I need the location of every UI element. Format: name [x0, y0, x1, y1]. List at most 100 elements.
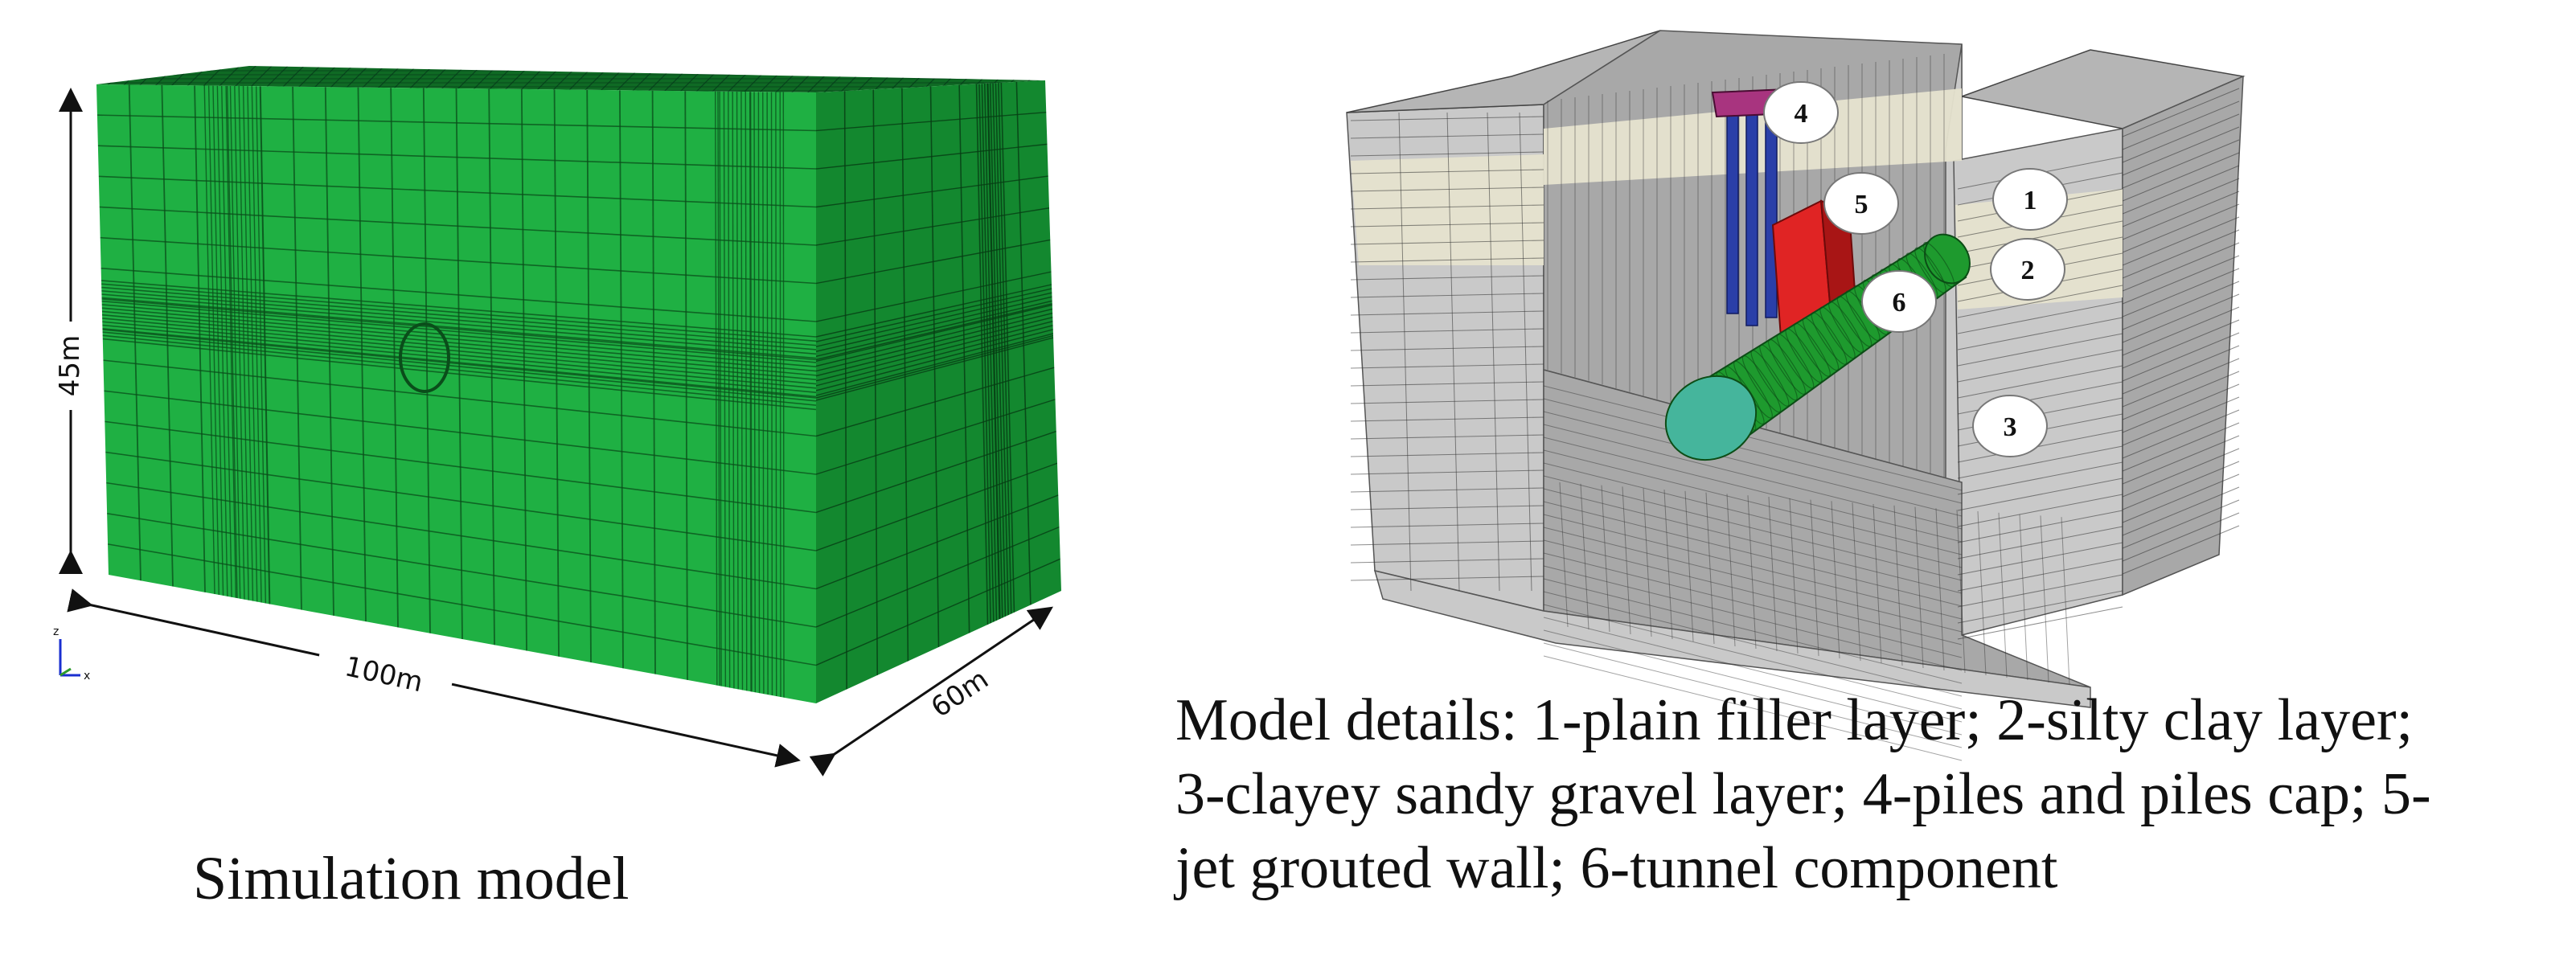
mesh-line: [816, 207, 1050, 246]
mesh-line: [2122, 229, 2240, 279]
axis-triad-icon: z x: [53, 625, 90, 682]
model-details-line-2: 3-clayey sandy gravel layer; 4-piles and…: [1175, 761, 2431, 827]
mesh-line: [1957, 494, 2123, 527]
mesh-line: [1350, 487, 1544, 493]
mesh-line: [101, 304, 816, 368]
tunnel-ring: [1923, 241, 1955, 288]
mesh-line: [2122, 358, 2240, 408]
mesh-line: [96, 66, 97, 92]
mesh-line: [1543, 462, 1963, 568]
mesh-line: [1350, 540, 1544, 546]
mesh-line: [2061, 517, 2070, 686]
tunnel-ring: [1836, 296, 1873, 347]
mesh-line: [2122, 100, 2240, 150]
mesh-line: [1543, 449, 1963, 555]
mesh-line: [1543, 629, 1963, 736]
mesh-line: [1543, 501, 1963, 607]
mesh-line: [2122, 473, 2240, 523]
mesh-line: [2122, 435, 2240, 485]
mesh-line: [1957, 285, 2123, 318]
mesh-line: [1914, 506, 1924, 669]
mesh-line: [816, 312, 1053, 372]
mesh-line: [2122, 486, 2240, 536]
mesh-line: [1350, 257, 1544, 263]
tunnel-ring: [1914, 247, 1946, 293]
mesh-line: [100, 280, 816, 338]
mesh-line: [816, 284, 1052, 338]
mesh-line: [2122, 255, 2240, 305]
mesh-line: [1957, 558, 2123, 592]
tunnel-face: [1664, 375, 1758, 461]
mesh-line: [1350, 399, 1544, 404]
mesh-line: [1957, 461, 2123, 495]
callout-label: 2: [2021, 256, 2035, 285]
tunnel-ring: [1785, 328, 1823, 383]
mesh-line: [105, 451, 816, 551]
mesh-line: [99, 206, 816, 246]
callout-label: 5: [1855, 190, 1868, 219]
mesh-line: [816, 143, 1048, 170]
mesh-line: [102, 331, 816, 402]
mesh-line: [816, 303, 1052, 361]
mesh-line: [1350, 328, 1544, 334]
mesh-line: [1831, 501, 1840, 659]
mesh-line: [1350, 204, 1544, 210]
mesh-line: [1350, 452, 1544, 457]
mesh-line: [1487, 112, 1500, 592]
mesh-line: [2040, 515, 2049, 683]
tunnel-ring: [1759, 344, 1798, 401]
callout-label: 4: [1795, 99, 1808, 129]
mesh-line: [816, 308, 1053, 367]
mesh-line: [102, 327, 816, 398]
mesh-line: [1350, 558, 1544, 564]
pile-1: [1726, 112, 1739, 314]
callout-6: 6: [1861, 270, 1937, 333]
mesh-line: [1957, 526, 2123, 559]
model-front-face: [96, 84, 816, 703]
mesh-line: [2122, 191, 2240, 240]
mesh-line: [1350, 576, 1544, 581]
mesh-line: [1643, 488, 1652, 637]
mesh-line: [816, 334, 1054, 399]
mesh-line: [1543, 488, 1963, 594]
mesh-line: [2122, 306, 2240, 356]
mesh-line: [1747, 495, 1757, 650]
pile-2: [1745, 112, 1758, 326]
mesh-line: [1580, 483, 1589, 630]
callout-2: 2: [1990, 238, 2065, 301]
mesh-line: [2122, 139, 2240, 189]
callout-5: 5: [1823, 172, 1899, 235]
mesh-line: [1998, 512, 2008, 678]
mesh-line: [102, 318, 816, 385]
callout-label: 1: [2024, 186, 2037, 215]
mesh-line: [816, 300, 1052, 358]
mesh-line: [98, 175, 816, 208]
mesh-line: [816, 494, 1059, 590]
mesh-line: [1543, 565, 1963, 671]
mesh-line: [2122, 268, 2240, 318]
mesh-line: [2122, 216, 2240, 266]
mesh-line: [816, 292, 1052, 347]
mesh-line: [102, 334, 816, 406]
mesh-line: [2122, 293, 2240, 343]
mesh-line: [1350, 416, 1544, 422]
mesh-line: [1957, 317, 2123, 350]
mesh-line: [1543, 514, 1963, 620]
mesh-line: [816, 399, 1056, 475]
mesh-line: [1768, 496, 1778, 652]
tunnel-ring: [1802, 317, 1840, 371]
mesh-line: [101, 293, 816, 355]
bottom-front-strip: [1373, 569, 2091, 708]
mesh-line: [2122, 512, 2240, 562]
mesh-line: [816, 367, 1055, 437]
mesh-line: [1350, 133, 1544, 139]
mesh-line: [2122, 113, 2240, 163]
tunnel-ring: [1741, 355, 1782, 413]
callout-label: 3: [2004, 412, 2017, 442]
mesh-line: [1350, 363, 1544, 369]
mesh-line: [1684, 490, 1694, 642]
mesh-line: [1350, 469, 1544, 475]
tunnel-ring: [1828, 301, 1864, 353]
width-dimension-arrow: [809, 606, 1053, 777]
mesh-line: [1543, 437, 1963, 543]
